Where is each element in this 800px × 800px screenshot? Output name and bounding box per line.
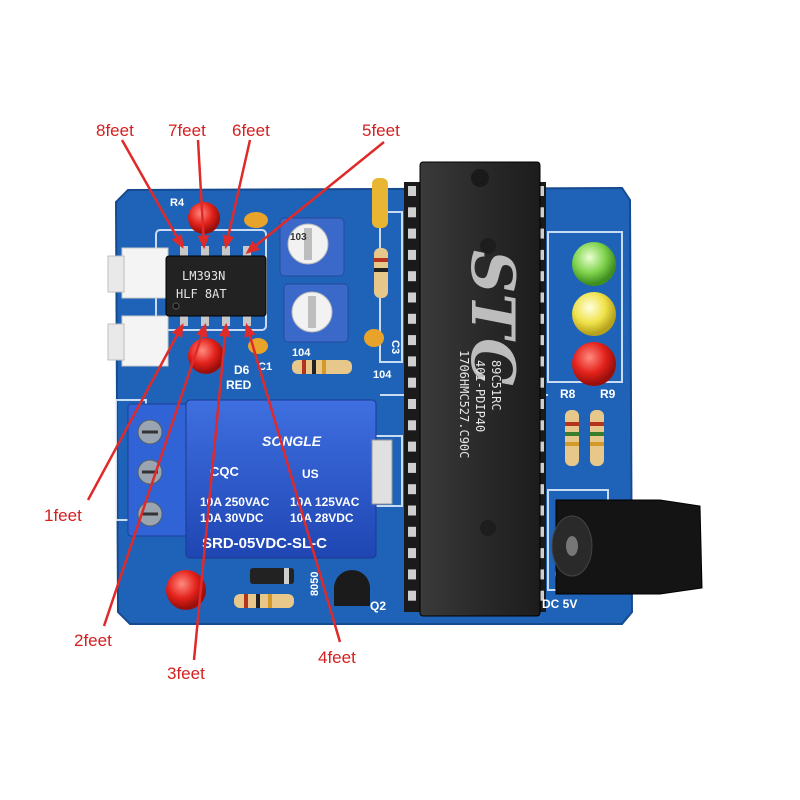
- led-relay-red: [166, 570, 206, 610]
- silk-c1: C1: [258, 361, 272, 373]
- arrow-pin-6: [224, 139, 252, 247]
- relay-spec2: 10A 30VDC: [200, 511, 264, 525]
- terminal-block: [127, 403, 189, 537]
- label-pin-3: 3feet: [167, 664, 205, 683]
- mcu-chip: STC 89C51RC 40I-PDIP40 1706HMC527.C90C: [419, 161, 541, 617]
- arrow-pin-3: [192, 325, 228, 661]
- silk-r4: R4: [170, 197, 185, 209]
- arrow-pin-1-head: [171, 323, 184, 338]
- socket-pin: [408, 335, 416, 346]
- socket-pin: [408, 377, 416, 388]
- socket-pin: [408, 569, 416, 580]
- pot-top-label: 103: [290, 232, 307, 243]
- relay-spec4: 10A 28VDC: [290, 511, 354, 525]
- cap-mid: [364, 329, 384, 347]
- cap-top: [244, 212, 268, 228]
- dc-power-jack: [551, 499, 703, 595]
- socket-pin: [408, 228, 416, 239]
- socket-pin: [408, 356, 416, 367]
- socket-pin: [408, 526, 416, 537]
- led-yellow: [572, 292, 616, 336]
- silk-dc5v: DC 5V: [542, 597, 577, 611]
- socket-pin: [408, 590, 416, 601]
- led-right-red: [572, 342, 616, 386]
- socket-pin: [408, 249, 416, 260]
- lm393-line2: HLF 8AT: [176, 287, 227, 301]
- potentiometer-bottom: [283, 283, 349, 343]
- arrow-pin-5: [247, 141, 385, 253]
- relay-spec3: 10A 125VAC: [290, 495, 360, 509]
- lm393-chip: LM393N HLF 8AT: [165, 246, 267, 326]
- silk-104a: 104: [292, 347, 311, 359]
- arrow-pin-7: [196, 139, 206, 247]
- diode: [250, 568, 294, 584]
- relay-cert: US: [302, 467, 319, 481]
- cap-yellow-top: [372, 178, 388, 228]
- socket-pin: [408, 548, 416, 559]
- diode-band: [284, 568, 289, 584]
- socket-pin: [408, 505, 416, 516]
- relay-cqc: CQC: [210, 464, 240, 479]
- label-pin-8: 8feet: [96, 121, 134, 140]
- silk-r9: R9: [600, 387, 616, 401]
- arrow-pin-6-head: [222, 234, 234, 250]
- label-pin-4: 4feet: [318, 648, 356, 667]
- led-green: [572, 242, 616, 286]
- label-pin-6: 6feet: [232, 121, 270, 140]
- silk-r8: R8: [560, 387, 576, 401]
- arrow-pin-3-head: [219, 322, 231, 337]
- arrow-pin-2-head: [196, 322, 208, 338]
- lm393-line1: LM393N: [182, 269, 225, 283]
- connector-jst-top: [107, 247, 169, 299]
- arrow-pin-8: [120, 139, 184, 247]
- relay-brand: SONGLE: [262, 433, 322, 449]
- socket-pin: [408, 271, 416, 282]
- socket-pin: [408, 186, 416, 196]
- socket-pin: [408, 441, 416, 452]
- mcu-line1: 89C51RC: [489, 360, 503, 411]
- silk-red: RED: [226, 378, 252, 392]
- arrow-pin-2: [102, 325, 207, 627]
- silk-q2: Q2: [370, 599, 386, 613]
- transistor-q2: [334, 570, 370, 606]
- label-pin-7: 7feet: [168, 121, 206, 140]
- silk-d6: D6: [234, 363, 250, 377]
- mcu-line2: 40I-PDIP40: [473, 360, 487, 432]
- led-top-red: [188, 202, 220, 234]
- resistors: [234, 248, 604, 608]
- arrow-pin-4-head: [244, 322, 256, 338]
- label-pin-2: 2feet: [74, 631, 112, 650]
- relay-model: SRD-05VDC-SL-C: [202, 535, 327, 552]
- mcu-line3: 1706HMC527.C90C: [457, 350, 471, 458]
- arrow-pin-1: [86, 325, 184, 501]
- socket-pin: [408, 484, 416, 495]
- connector-jst-bottom: [107, 315, 169, 367]
- silk-c3: C3: [389, 340, 401, 354]
- socket-pin: [408, 399, 416, 409]
- socket-pin: [408, 313, 416, 324]
- arrow-pin-5-head: [245, 240, 260, 255]
- arrow-pin-8-head: [171, 234, 184, 249]
- relay: SONGLE CQC US 10A 250VAC 10A 30VDC 10A 1…: [185, 399, 393, 559]
- relay-spec1: 10A 250VAC: [200, 495, 270, 509]
- socket-pin: [408, 462, 416, 473]
- socket-pin: [408, 292, 416, 303]
- socket-pin: [408, 207, 416, 218]
- mcu-brand: STC: [457, 250, 527, 386]
- label-pin-5: 5feet: [362, 121, 400, 140]
- silk-8050: 8050: [309, 572, 321, 596]
- arrow-pin-4: [245, 325, 342, 643]
- arrow-pin-7-head: [197, 235, 210, 250]
- pin-arrows: [86, 139, 385, 661]
- label-pin-1: 1feet: [44, 506, 82, 525]
- potentiometer-top: 103: [279, 217, 345, 277]
- silk-104b: 104: [373, 369, 392, 381]
- led-bottom-red: [188, 338, 224, 374]
- socket-pin: [408, 420, 416, 431]
